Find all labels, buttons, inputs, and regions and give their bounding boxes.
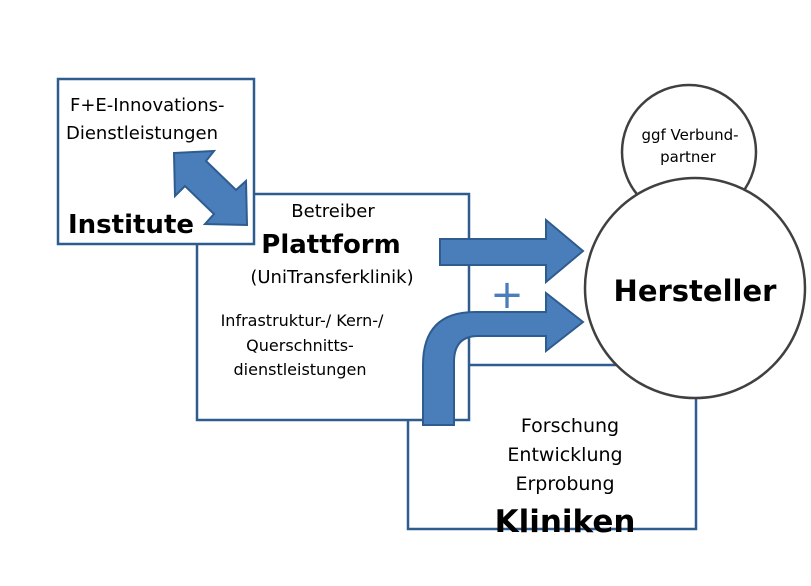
- manufacturer-circle-shape: [583, 176, 807, 400]
- double-arrow-icon: [172, 149, 249, 227]
- institute-title: Institute: [68, 210, 194, 240]
- clinics-testing-label: Erprobung: [515, 473, 614, 495]
- platform-operator-label: Betreiber: [291, 201, 375, 222]
- clinics-development-label: Entwicklung: [507, 444, 622, 466]
- clinics-box: Forschung Entwicklung Erprobung Kliniken: [406, 363, 698, 540]
- platform-services-line2: Querschnitts-: [246, 336, 354, 355]
- institute-label-line1: F+E-Innovations-: [70, 95, 224, 116]
- clinics-title: Kliniken: [495, 504, 636, 540]
- curved-arrow-icon: [422, 290, 585, 426]
- manufacturer-circle: Hersteller: [583, 176, 807, 400]
- manufacturer-title: Hersteller: [614, 274, 778, 308]
- platform-services-line1: Infrastruktur-/ Kern-/: [221, 311, 384, 330]
- plus-sign: +: [490, 272, 524, 318]
- clinics-research-label: Forschung: [521, 415, 619, 437]
- partner-label-line1: ggf Verbund-: [641, 126, 738, 144]
- partner-label-line2: partner: [660, 148, 716, 166]
- institute-label-line2: Dienstleistungen: [66, 123, 218, 144]
- platform-services-line3: dienstleistungen: [234, 360, 367, 379]
- platform-subtitle: (UniTransferklinik): [250, 267, 413, 288]
- arrow-right-icon: [439, 217, 585, 285]
- platform-title: Plattform: [261, 230, 400, 260]
